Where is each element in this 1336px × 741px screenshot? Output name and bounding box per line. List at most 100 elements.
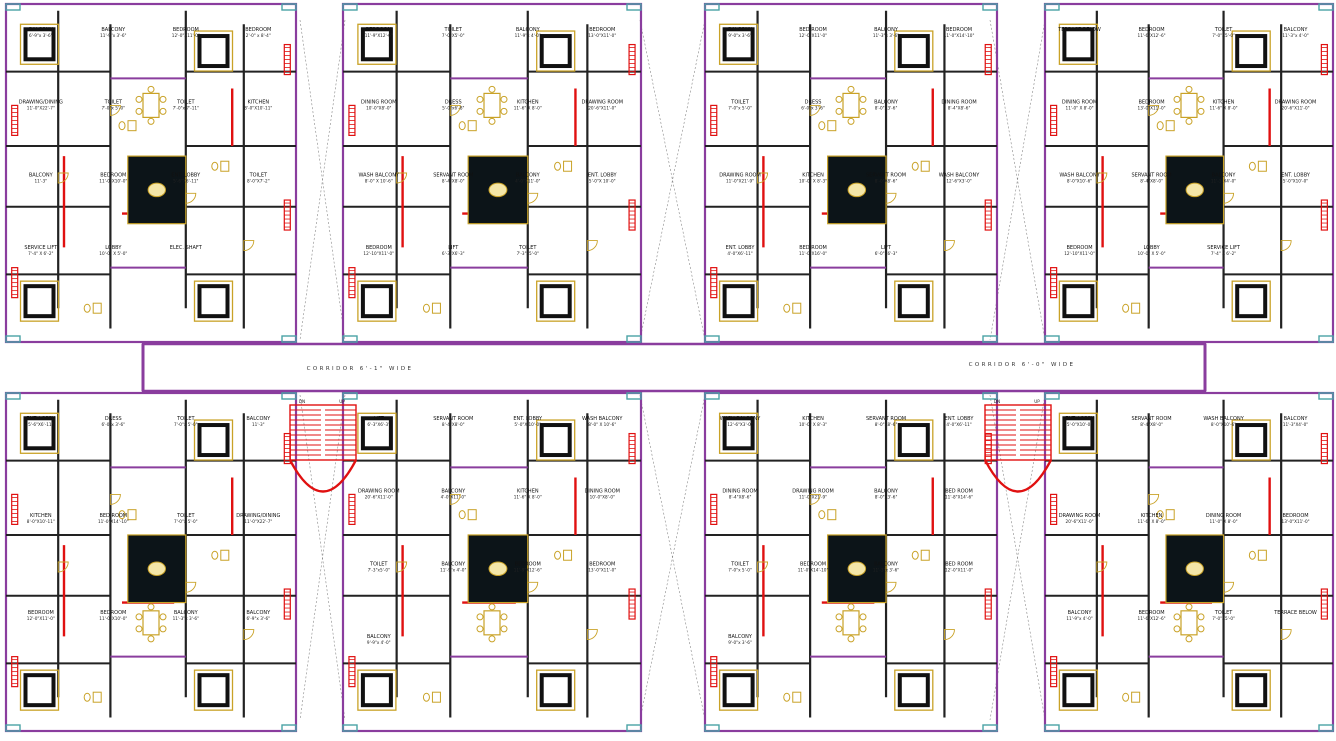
bed-mattress [360,27,393,62]
room-name: BALCONY [174,610,199,616]
room-name: DRAWING ROOM [1275,100,1317,106]
basin-fixture [467,120,477,132]
basin-fixture [827,120,837,132]
dining-chair [147,603,155,611]
room-name: SERVANT ROOM [1132,416,1172,422]
dining-chair [1173,95,1181,103]
room-dimension: 9'-0"x 3'-6" [728,33,752,38]
room-name: BEDROOM [366,27,392,33]
bed-mattress [897,423,930,458]
room-dimension: 11'-0"X14'-10" [798,567,829,572]
door-swing [1096,172,1108,184]
room-name: DINING ROOM [1206,513,1241,519]
room-dimension: 4'-0"X11'-0" [441,495,466,500]
room-dimension: 13'-0"X11'-0" [1138,106,1166,111]
room-dimension: 12'-6"X3'-0" [727,422,752,427]
toilet-fixture [422,692,430,702]
window-frame [982,724,998,732]
bed-mattress [23,416,56,451]
bed [1058,412,1099,454]
bed [1231,419,1271,461]
room-name: BEDROOM [1139,27,1165,33]
bed-mattress [539,673,572,708]
room-dimension: 7'-4" X 6'-2" [1211,251,1236,256]
toilet-fixture [211,550,219,560]
room-dimension: 12'-0"X11'-0" [799,33,827,38]
dining-chair [488,635,496,643]
dining-chair [488,85,496,93]
coffee-table [488,561,508,577]
room-dimension: 11'-9"x 4'-0" [515,33,541,38]
room-name: DRAWING ROOM [792,489,834,495]
room-dimension: 8'-0"X8'-6" [875,422,898,427]
room-dimension: 7'-0"x 5'-0" [728,106,752,111]
corridor-label-right: CORRIDOR 6'-0" WIDE [969,362,1076,368]
room-name: TOILET [176,513,195,519]
room-name: BALCONY [516,172,541,178]
room-name: BALCONY [874,489,899,495]
basin-fixture [467,509,477,521]
dining-chair [135,625,143,633]
room-name: TOILET [249,172,268,178]
door-swing [757,172,769,184]
toilet-fixture [211,161,219,171]
bed-mattress [1235,673,1268,708]
coffee-table [847,182,867,198]
dining-chair [1185,85,1193,93]
window-frame [1318,392,1334,400]
toilet-fixture [911,550,919,560]
room-name: BALCONY [246,610,271,616]
window-frame [5,3,21,11]
room-dimension: 11'-6"X12'-6" [1138,33,1166,38]
room-name: BALCONY [1284,416,1309,422]
room-dimension: 10'-0" X 5'-0" [1138,251,1166,256]
room-name: BALCONY [367,634,392,640]
unit-boundary [4,391,298,733]
room-dimension: 6'-3"X6'-3" [367,422,390,427]
bed-mattress [197,673,230,708]
room-name: BALCONY [874,27,899,33]
room-name: DRAWING ROOM [719,172,761,178]
dining-table [842,92,860,119]
window-frame [982,335,998,343]
dining-chair [147,117,155,125]
dining-table [483,610,501,636]
room-name: ELEC. SHAFT [170,245,203,251]
room-dimension: 11'-0" X 8'-0" [1066,106,1094,111]
bed-mattress [1062,27,1095,62]
bed [193,419,234,461]
room-name: BEDROOM [800,561,826,567]
room-dimension: 11'-0"X21'-9" [726,178,754,183]
room-dimension: 8'-4"X8'-0" [1140,422,1163,427]
room-name: ENT. LOBBY [513,416,543,422]
room-dimension: 6'-0"x 3'-6" [101,422,125,427]
door-swing [809,493,821,505]
window-frame [982,392,998,400]
room-dimension: 6'-0"X6'-3" [875,251,898,256]
basin-fixture [827,509,837,521]
room-name: TERRACE BELOW [1273,610,1317,616]
room-dimension: 11'-0"X14'-10" [944,33,975,38]
room-name: KITCHEN [1213,100,1235,106]
room-dimension: 11'-0"X16'-0" [799,251,827,256]
dining-chair [1185,117,1193,125]
toilet-fixture [554,161,562,171]
door-swing [57,172,69,184]
room-name: DRAWING ROOM [358,489,400,495]
coffee-table [1185,561,1204,577]
room-name: BEDROOM [946,27,972,33]
stair-up-label: UP [339,399,345,404]
room-dimension: 5'-0"X 10'-0" [514,422,541,427]
room-name: BALCONY [728,634,753,640]
room-name: ENT. LOBBY [726,245,756,251]
room-name: SERVANT ROOM [866,416,906,422]
bed [193,280,234,322]
dining-chair [1173,625,1181,633]
dining-chair [476,95,484,103]
room-dimension: 10'-0" X 8'-3" [799,422,827,427]
dining-chair [147,85,155,93]
room-dimension: 11'-0"X14'-10" [98,519,129,524]
window-frame [704,335,720,343]
room-name: BALCONY [1212,172,1237,178]
